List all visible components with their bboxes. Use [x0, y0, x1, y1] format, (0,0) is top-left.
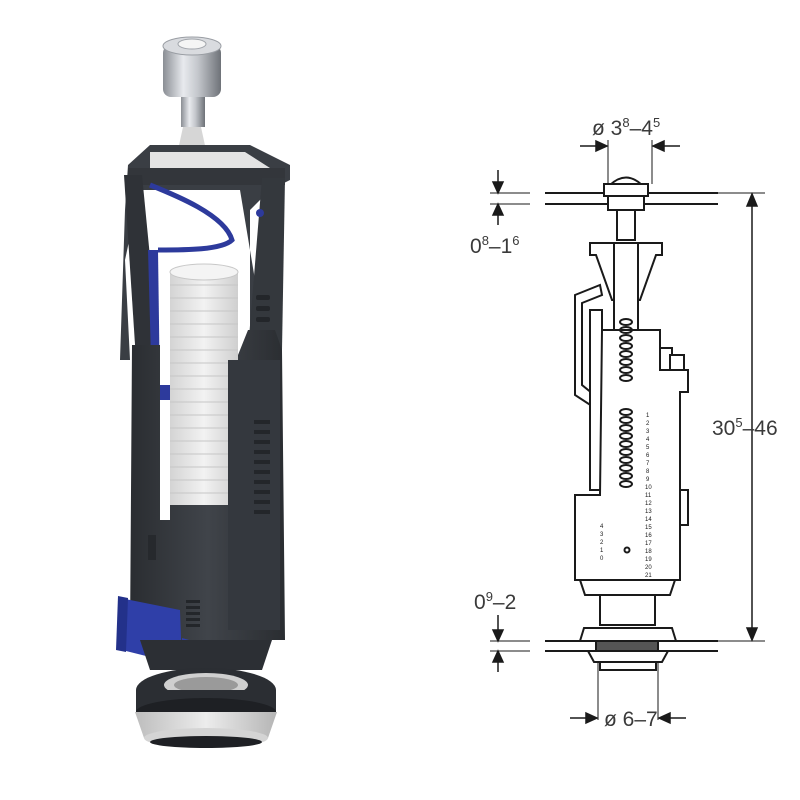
float-slot-pattern [619, 318, 633, 554]
svg-text:21: 21 [645, 573, 652, 579]
svg-text:5: 5 [646, 445, 650, 451]
svg-text:1: 1 [646, 413, 650, 419]
svg-text:15: 15 [645, 525, 652, 531]
svg-text:19: 19 [645, 557, 652, 563]
svg-text:10: 10 [645, 485, 652, 491]
top-plate-thickness-label: 08–16 [470, 233, 520, 258]
button-diameter-label: ø 38–45 [592, 115, 661, 140]
svg-text:4: 4 [600, 524, 604, 530]
svg-text:7: 7 [646, 461, 650, 467]
svg-text:14: 14 [645, 517, 652, 523]
side-scale: 4 3 2 1 0 [600, 524, 604, 562]
outlet-diameter-label: ø 6–7 [604, 708, 658, 731]
valve-base-seal [135, 640, 277, 748]
bottom-plate-thickness-label: 09–2 [474, 589, 517, 614]
housing-top-frame [120, 145, 290, 370]
svg-text:20: 20 [645, 565, 652, 571]
flush-valve-product-image [116, 36, 290, 748]
svg-text:9: 9 [646, 477, 650, 483]
svg-text:12: 12 [645, 501, 652, 507]
svg-text:0: 0 [600, 556, 604, 562]
chrome-push-button [162, 36, 222, 150]
svg-text:1: 1 [600, 548, 604, 554]
svg-text:3: 3 [646, 429, 650, 435]
svg-text:2: 2 [600, 540, 604, 546]
flush-valve-render [116, 36, 290, 748]
svg-text:6: 6 [646, 453, 650, 459]
svg-text:17: 17 [645, 541, 652, 547]
svg-text:4: 4 [646, 437, 650, 443]
svg-text:16: 16 [645, 533, 652, 539]
total-height-label: 305–46 [712, 415, 778, 440]
svg-text:2: 2 [646, 421, 650, 427]
housing-main-body [130, 295, 285, 640]
svg-text:18: 18 [645, 549, 652, 555]
float-tube [169, 263, 239, 520]
svg-text:3: 3 [600, 532, 604, 538]
svg-text:13: 13 [645, 509, 652, 515]
svg-text:8: 8 [646, 469, 650, 475]
svg-text:11: 11 [645, 493, 652, 499]
